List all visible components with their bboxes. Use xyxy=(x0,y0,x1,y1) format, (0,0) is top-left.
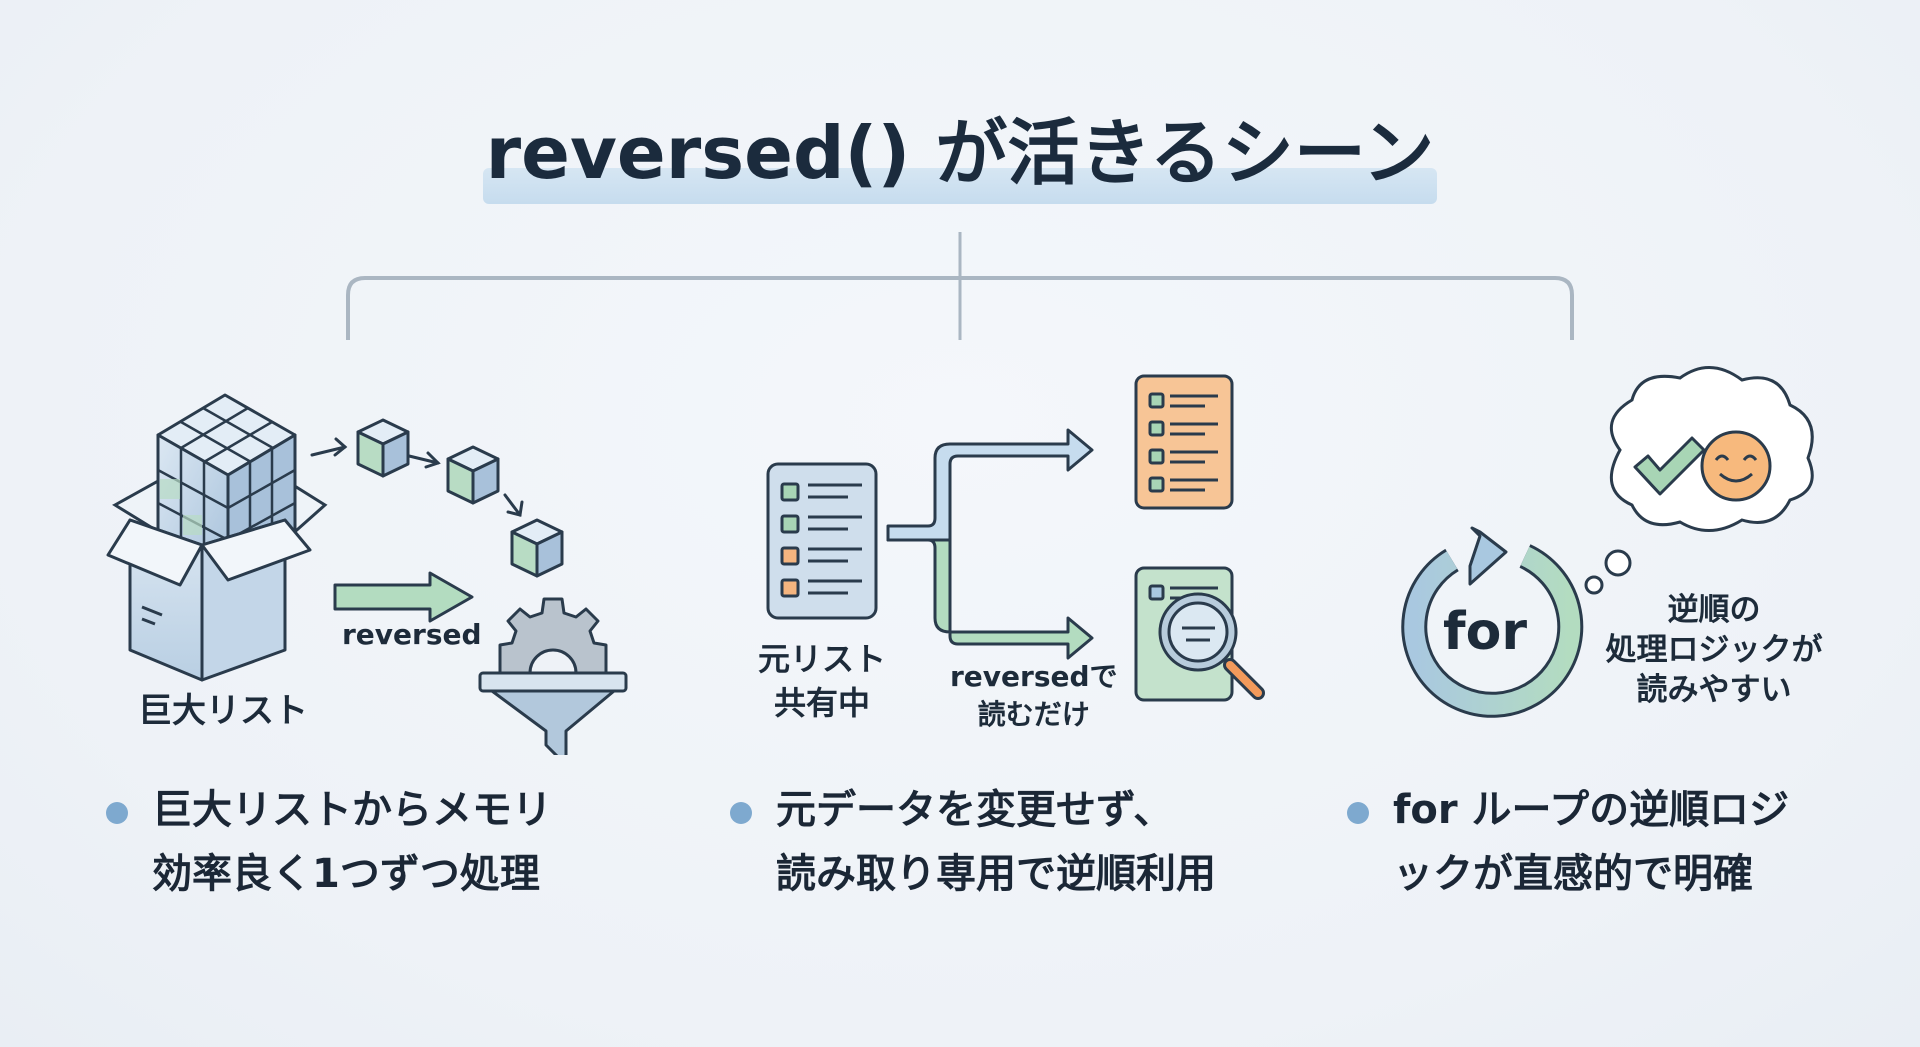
split-arrow-icon xyxy=(886,428,1094,660)
scene1-main-label: 巨大リスト xyxy=(138,691,308,731)
loop-arrow-icon xyxy=(1401,526,1584,718)
scene3-caption: 逆順の 処理ロジックが 読みやすい xyxy=(1594,590,1834,710)
checkmark-icon xyxy=(1633,436,1706,496)
scene2-source-label: 元リスト 共有中 xyxy=(758,637,886,725)
box-of-cubes-icon xyxy=(106,393,628,755)
bullet-scene2: 元データを変更せず、 読み取り専用で逆順利用 xyxy=(730,778,1216,906)
bullet-dot xyxy=(730,802,752,824)
list-document-icon xyxy=(766,462,878,620)
loop-thought-illustration xyxy=(1401,366,1814,718)
bullet-scene3-line1: for ループの逆順ロジ xyxy=(1393,787,1790,833)
bullet-scene2-line1: 元データを変更せず、 xyxy=(776,787,1174,833)
scene2-arrow-label: reversedで 読むだけ xyxy=(950,658,1118,734)
bullet-scene3-line2: ックが直感的で明確 xyxy=(1393,851,1753,897)
list-split-illustration xyxy=(766,374,1265,702)
bullet-scene1: 巨大リストからメモリ 効率良く1つずつ処理 xyxy=(106,778,552,906)
bullet-scene3: for ループの逆順ロジ ックが直感的で明確 xyxy=(1347,778,1789,906)
scene2-arrow-line2: 読むだけ xyxy=(977,698,1090,731)
title-highlight xyxy=(483,168,1437,204)
scene3-caption-line3: 読みやすい xyxy=(1636,672,1792,708)
scene2-source-line2: 共有中 xyxy=(774,684,871,722)
bullet-dot xyxy=(1347,802,1369,824)
magnifier-icon xyxy=(1158,592,1265,700)
page-title: reversed() が活きるシーン xyxy=(485,111,1435,195)
scene1-arrow-label: reversed xyxy=(342,618,482,651)
loop-for-label: for xyxy=(1443,602,1527,662)
gear-funnel-icon xyxy=(478,597,628,755)
scene3-caption-line2: 処理ロジックが xyxy=(1605,632,1823,668)
scene2-source-line1: 元リスト xyxy=(758,640,887,678)
scene2-arrow-line1: reversedで xyxy=(950,660,1118,693)
bullet-scene1-line2: 効率良く1つずつ処理 xyxy=(152,851,540,897)
bullet-dot xyxy=(106,802,128,824)
bullet-scene2-line2: 読み取り専用で逆順利用 xyxy=(776,851,1216,897)
bullet-scene1-line1: 巨大リストからメモリ xyxy=(152,787,552,833)
scene3-caption-line1: 逆順の xyxy=(1667,592,1761,628)
smiley-icon xyxy=(1700,430,1772,502)
